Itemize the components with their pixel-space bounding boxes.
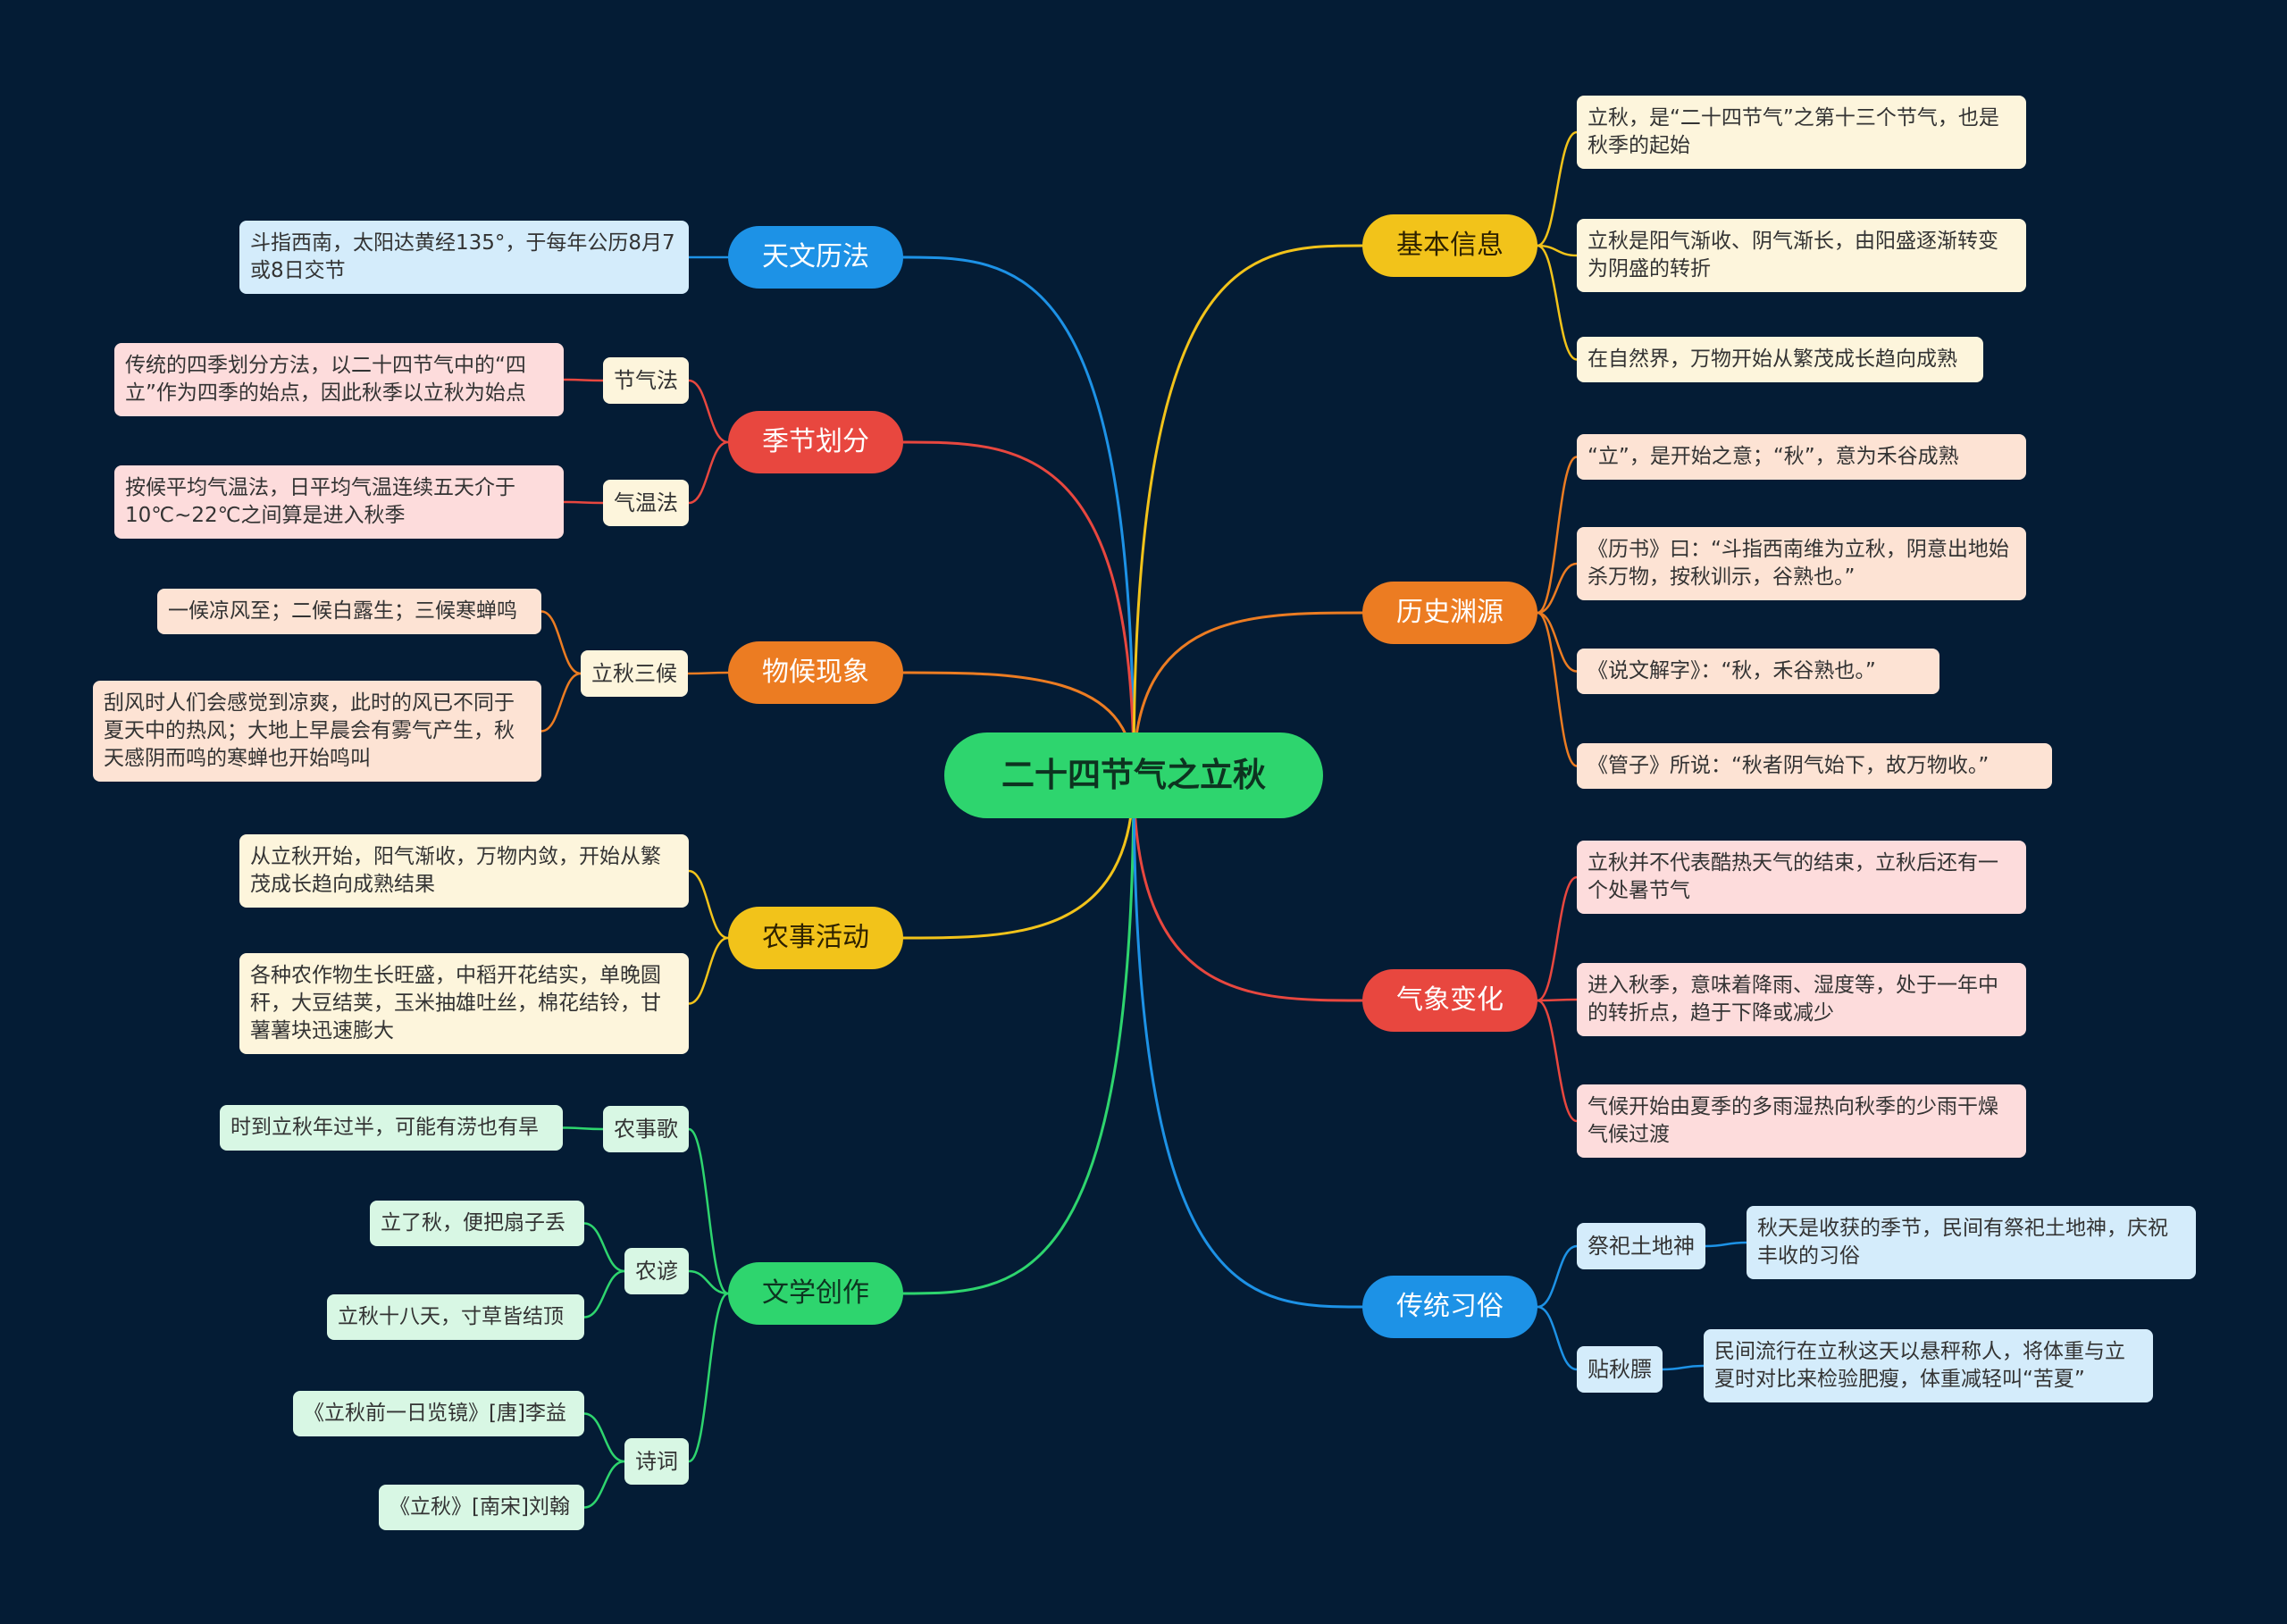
topic-custom[interactable]: 传统习俗 xyxy=(1362,1276,1537,1338)
connector-line xyxy=(540,672,582,732)
connector-line xyxy=(1536,999,1579,1123)
topic-season[interactable]: 季节划分 xyxy=(728,411,903,473)
connector-line xyxy=(1536,1244,1579,1309)
connector-line xyxy=(562,500,605,505)
connector-line xyxy=(582,1222,626,1273)
root-node[interactable]: 二十四节气之立秋 xyxy=(944,732,1323,818)
leaf-earth-god[interactable]: 秋天是收获的季节，民间有祭祀土地神，庆祝丰收的习俗 xyxy=(1747,1206,2196,1279)
leaf-weather-1[interactable]: 立秋并不代表酷热天气的结束，立秋后还有一个处暑节气 xyxy=(1577,841,2026,914)
sub-temperature[interactable]: 气温法 xyxy=(603,480,689,526)
connector-line xyxy=(687,936,730,1005)
leaf-history-3[interactable]: 《说文解字》：“秋，禾谷熟也。” xyxy=(1577,649,1939,694)
sub-weigh[interactable]: 贴秋膘 xyxy=(1577,1346,1663,1393)
connector-line xyxy=(1536,456,1579,615)
sub-farm-song[interactable]: 农事歌 xyxy=(603,1106,689,1152)
connector-line xyxy=(686,671,730,675)
leaf-proverb-1[interactable]: 立了秋，便把扇子丢 xyxy=(370,1201,584,1246)
connector-line xyxy=(582,1269,626,1318)
connector-line xyxy=(1704,1241,1748,1248)
leaf-proverb-2[interactable]: 立秋十八天，寸草皆结顶 xyxy=(327,1294,584,1340)
connector-line xyxy=(582,1460,626,1509)
topic-basic[interactable]: 基本信息 xyxy=(1362,214,1537,277)
leaf-basic-3[interactable]: 在自然界，万物开始从繁茂成长趋向成熟 xyxy=(1577,337,1983,382)
leaf-farm-song[interactable]: 时到立秋年过半，可能有涝也有旱 xyxy=(220,1105,563,1151)
connector-line xyxy=(1536,875,1579,1002)
connector-line xyxy=(1536,611,1579,767)
leaf-basic-2[interactable]: 立秋是阳气渐收、阴气渐长，由阳盛逐渐转变为阴盛的转折 xyxy=(1577,219,2026,292)
connector-line xyxy=(901,774,1135,940)
sub-solar-term[interactable]: 节气法 xyxy=(603,357,689,404)
topic-literature[interactable]: 文学创作 xyxy=(728,1262,903,1325)
connector-line xyxy=(582,1412,626,1463)
connector-line xyxy=(901,440,1135,777)
connector-line xyxy=(901,774,1135,1295)
connector-line xyxy=(1132,774,1364,1002)
topic-phenology[interactable]: 物候现象 xyxy=(728,641,903,704)
sub-proverb[interactable]: 农谚 xyxy=(624,1248,689,1294)
leaf-farming-2[interactable]: 各种农作物生长旺盛，中稻开花结实，单晚圆秆，大豆结荚，玉米抽雄吐丝，棉花结铃，甘… xyxy=(239,953,689,1054)
connector-line xyxy=(1536,244,1579,257)
connector-line xyxy=(1536,1305,1579,1371)
topic-farming[interactable]: 农事活动 xyxy=(728,907,903,969)
leaf-weigh[interactable]: 民间流行在立秋这天以悬秤称人，将体重与立夏时对比来检验肥瘦，体重减轻叫“苦夏” xyxy=(1704,1329,2153,1402)
connector-line xyxy=(687,379,730,444)
connector-line xyxy=(687,1292,730,1463)
connector-line xyxy=(687,869,730,940)
connector-line xyxy=(1536,130,1579,247)
topic-history[interactable]: 历史渊源 xyxy=(1362,582,1537,644)
leaf-history-1[interactable]: “立”，是开始之意；“秋”，意为禾谷成熟 xyxy=(1577,434,2026,480)
leaf-three-periods[interactable]: 一候凉风至；二候白露生；三候寒蝉鸣 xyxy=(157,589,541,634)
connector-line xyxy=(561,1126,605,1131)
topic-astronomy[interactable]: 天文历法 xyxy=(728,226,903,289)
connector-line xyxy=(901,255,1135,777)
connector-line xyxy=(1132,611,1364,777)
connector-line xyxy=(540,610,582,675)
leaf-weather-3[interactable]: 气候开始由夏季的多雨湿热向秋季的少雨干燥气候过渡 xyxy=(1577,1084,2026,1158)
leaf-temperature[interactable]: 按候平均气温法，日平均气温连续五天介于10℃~22℃之间算是进入秋季 xyxy=(114,465,564,539)
topic-weather[interactable]: 气象变化 xyxy=(1362,969,1537,1032)
connector-line xyxy=(1536,562,1579,615)
leaf-history-2[interactable]: 《历书》曰：“斗指西南维为立秋，阴意出地始杀万物，按秋训示，谷熟也。” xyxy=(1577,527,2026,600)
leaf-phenology-detail[interactable]: 刮风时人们会感觉到凉爽，此时的风已不同于夏天中的热风；大地上早晨会有雾气产生，秋… xyxy=(93,681,541,782)
leaf-solar-term[interactable]: 传统的四季划分方法，以二十四节气中的“四立”作为四季的始点，因此秋季以立秋为始点 xyxy=(114,343,564,416)
leaf-history-4[interactable]: 《管子》所说：“秋者阴气始下，故万物收。” xyxy=(1577,743,2052,789)
leaf-poem-2[interactable]: 《立秋》[南宋]刘翰 xyxy=(379,1485,584,1530)
connector-line xyxy=(1536,244,1579,361)
connector-line xyxy=(562,378,605,382)
connector-line xyxy=(1132,774,1364,1309)
leaf-weather-2[interactable]: 进入秋季，意味着降雨、湿度等，处于一年中的转折点，趋于下降或减少 xyxy=(1577,963,2026,1036)
sub-earth-god[interactable]: 祭祀土地神 xyxy=(1577,1223,1705,1269)
leaf-basic-1[interactable]: 立秋，是“二十四节气”之第十三个节气，也是秋季的起始 xyxy=(1577,96,2026,169)
leaf-poem-1[interactable]: 《立秋前一日览镜》[唐]李益 xyxy=(293,1391,584,1436)
connector-line xyxy=(1536,611,1579,673)
connector-line xyxy=(687,440,730,505)
sub-poem[interactable]: 诗词 xyxy=(624,1438,689,1485)
sub-three-periods[interactable]: 立秋三候 xyxy=(581,650,688,697)
connector-line xyxy=(1132,244,1364,777)
leaf-farming-1[interactable]: 从立秋开始，阳气渐收，万物内敛，开始从繁茂成长趋向成熟结果 xyxy=(239,834,689,908)
connector-line xyxy=(687,1127,730,1295)
connector-line xyxy=(687,1269,730,1295)
connector-line xyxy=(1661,1364,1705,1371)
leaf-astronomy[interactable]: 斗指西南，太阳达黄经135°，于每年公历8月7或8日交节 xyxy=(239,221,689,294)
